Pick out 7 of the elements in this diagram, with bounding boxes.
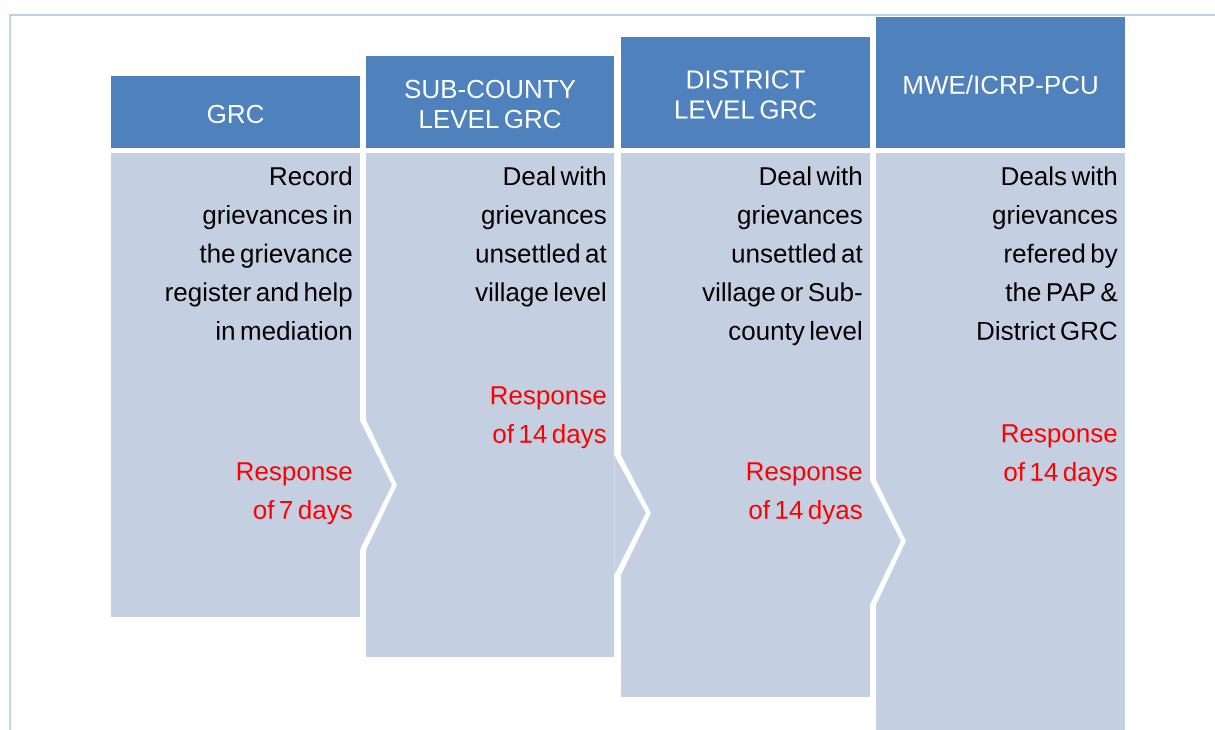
chevron-arrow bbox=[869, 480, 901, 605]
header-box: GRC bbox=[111, 76, 360, 148]
header-box: DISTRICT LEVEL GRC bbox=[621, 37, 870, 148]
chevron-arrow bbox=[359, 420, 392, 550]
chevron-arrow bbox=[614, 455, 646, 575]
header-box: SUB-COUNTY LEVEL GRC bbox=[366, 56, 614, 148]
header-box: MWE/ICRP-PCU bbox=[876, 17, 1125, 148]
